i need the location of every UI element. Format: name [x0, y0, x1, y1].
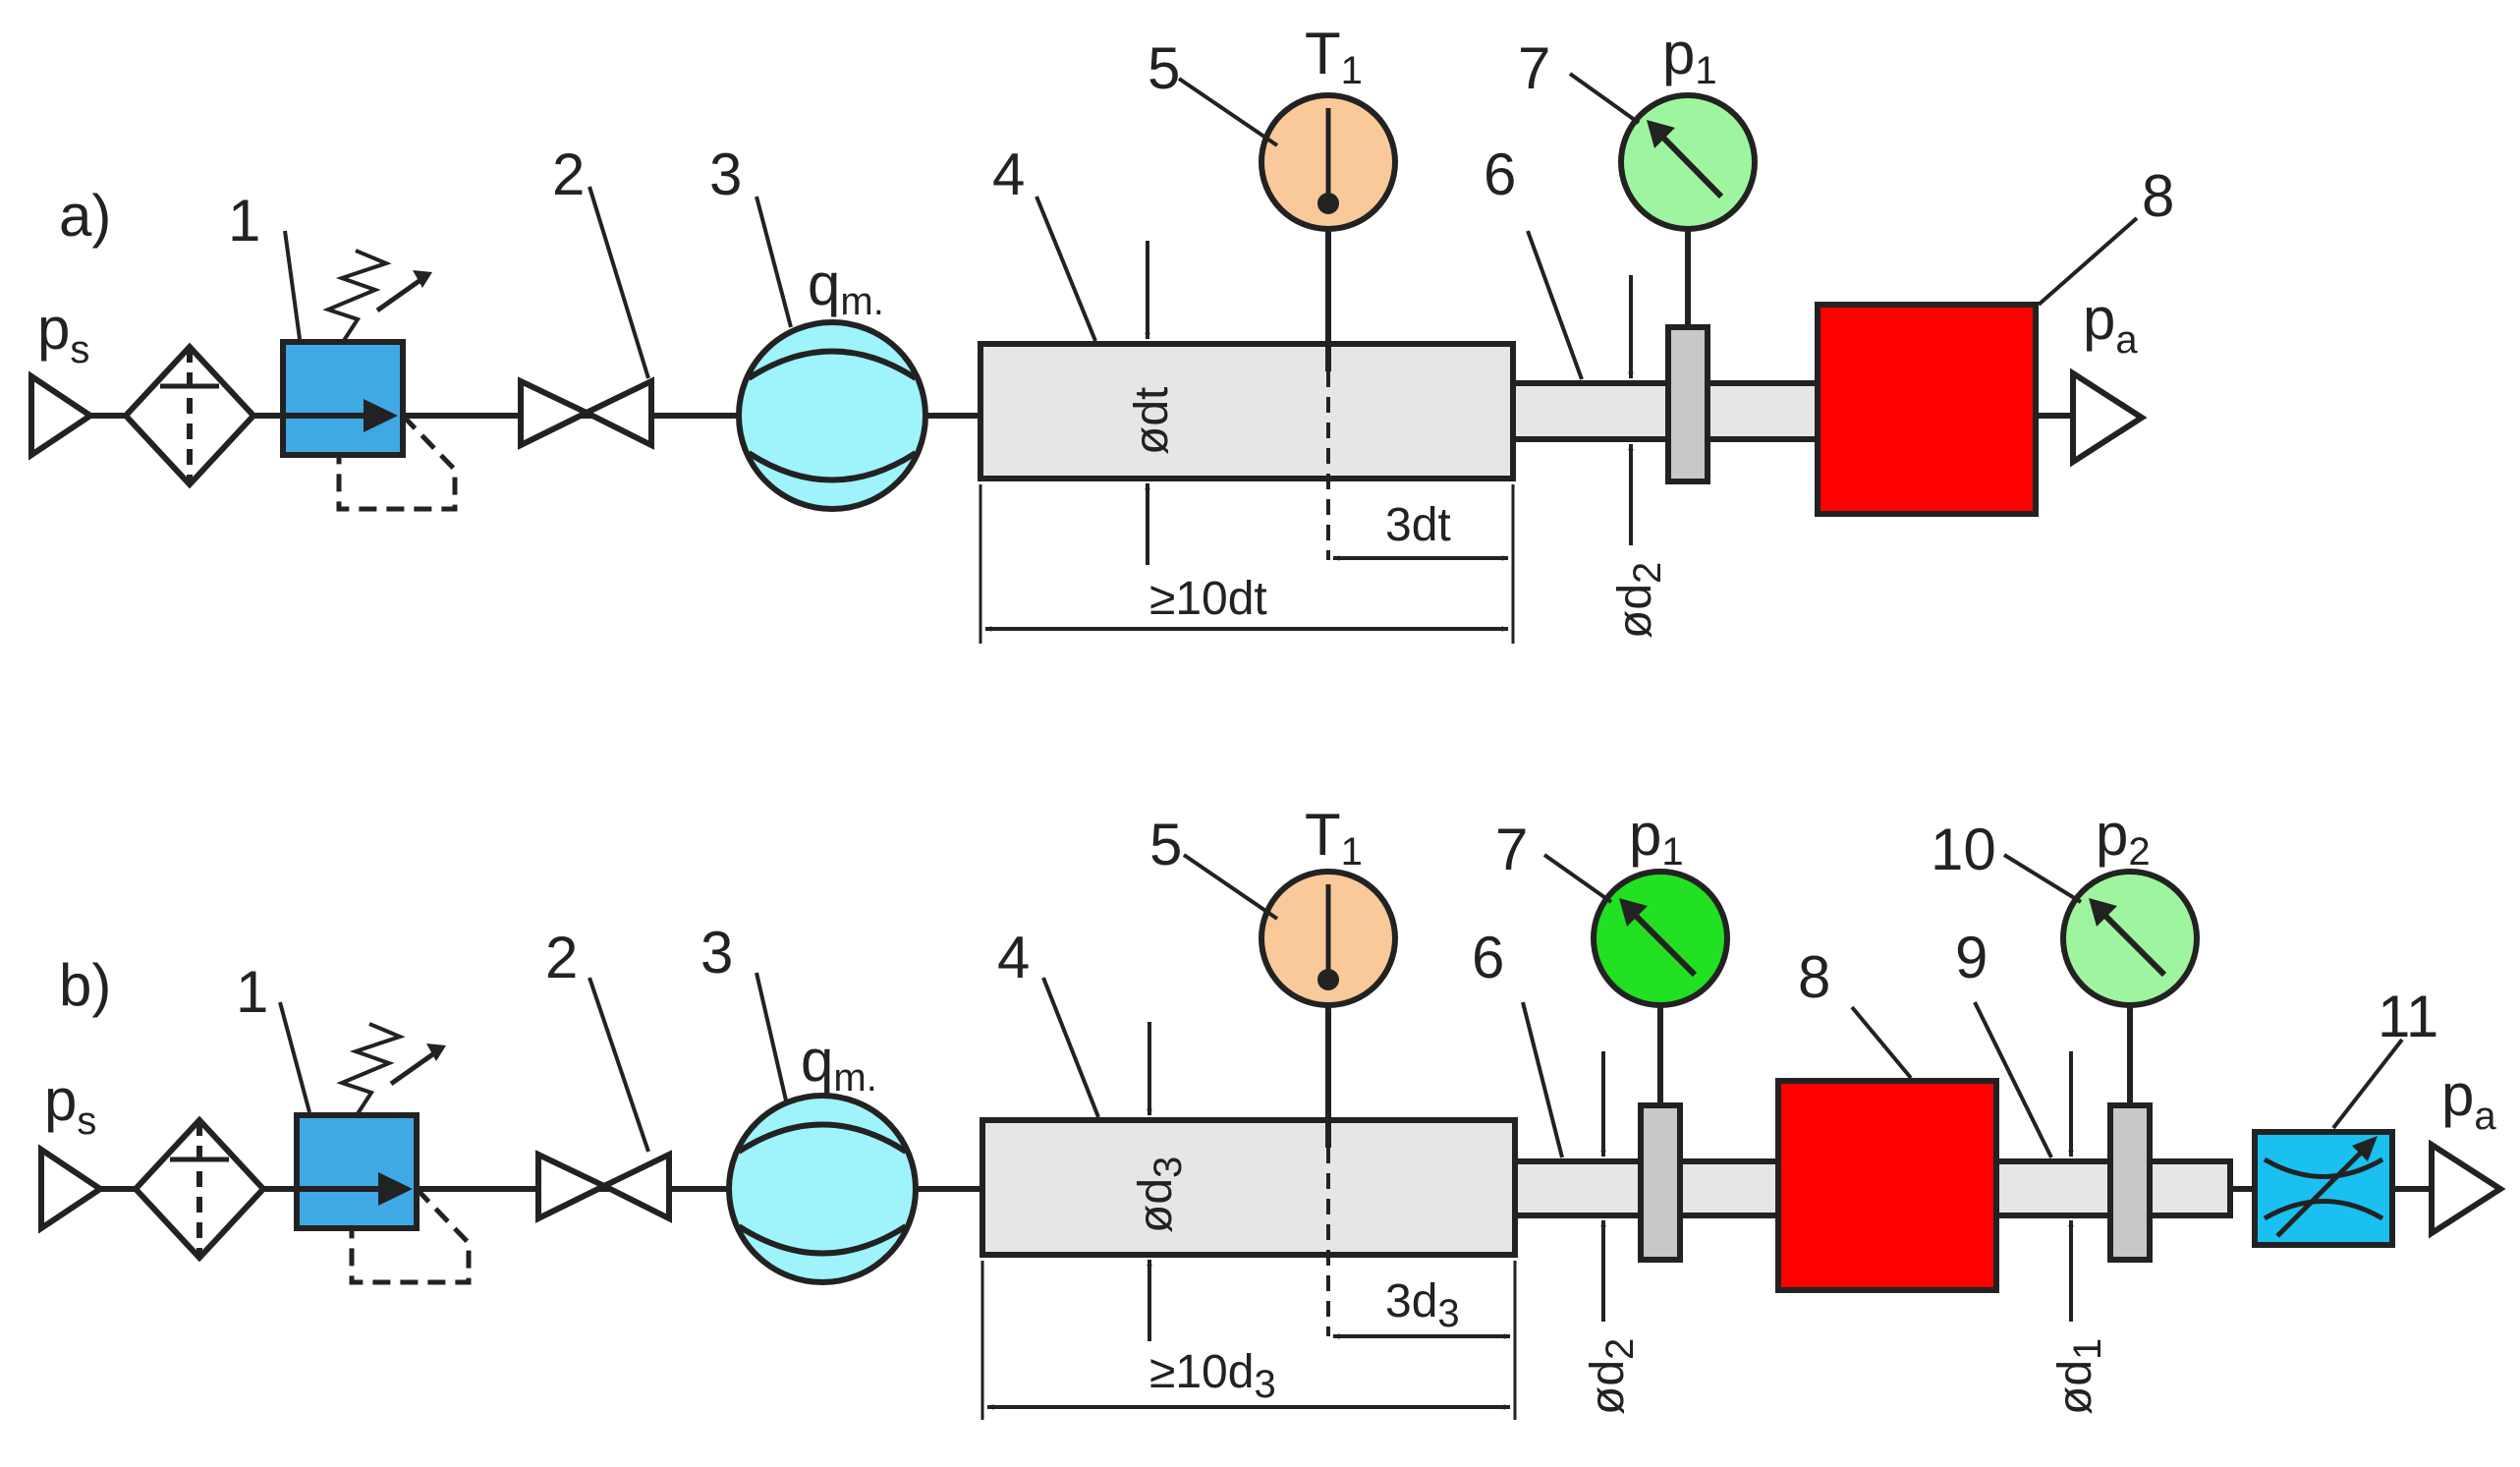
- shutoff-valve-icon: [518, 376, 654, 450]
- test-element-b: [1775, 1078, 1999, 1293]
- leader-6-b: [1521, 1001, 1564, 1158]
- callout-2-b: 2: [545, 925, 578, 990]
- leader-2-a: [588, 186, 650, 379]
- thermometer-icon: [1259, 92, 1398, 560]
- mass-flow-label-a: qm.: [808, 252, 884, 323]
- callout-6-b: 6: [1472, 925, 1504, 990]
- sensor-distance-label-a: 3dt: [1385, 499, 1451, 551]
- temperature-label-b: T1: [1305, 802, 1363, 874]
- callout-8-a: 8: [2142, 163, 2174, 229]
- pressure-p2-label-b: p2: [2096, 802, 2151, 874]
- leader-11-b: [2331, 1038, 2404, 1130]
- panel-b: b) ps 1 2 3: [38, 802, 2506, 1420]
- callout-10-b: 10: [1931, 817, 1996, 882]
- leader-3-a: [755, 196, 793, 328]
- panel-a-tag: a): [59, 183, 111, 249]
- supply-pressure-label-b: ps: [44, 1067, 96, 1143]
- leader-9-b: [1973, 1001, 2053, 1158]
- callout-1-b: 1: [236, 959, 268, 1025]
- panel-b-tag: b): [59, 952, 111, 1018]
- callout-6-a: 6: [1484, 141, 1516, 207]
- tap-connector-a: [1665, 324, 1710, 484]
- leader-4-a: [1035, 196, 1097, 342]
- leader-6-a: [1526, 230, 1584, 380]
- pressure-p1-label-a: p1: [1662, 21, 1717, 92]
- temperature-label-a: T1: [1305, 21, 1363, 92]
- callout-5-b: 5: [1149, 812, 1182, 877]
- callout-2-a: 2: [552, 141, 585, 207]
- measuring-tube-b: [980, 1117, 1518, 1258]
- callout-7-a: 7: [1518, 35, 1550, 101]
- sensor-distance-label-b: 3d3: [1385, 1275, 1460, 1335]
- mass-flow-label-b: qm.: [801, 1028, 877, 1100]
- outlet2-diameter-label-b: ød1: [2049, 1338, 2109, 1415]
- callout-4-a: 4: [992, 141, 1025, 207]
- callout-7-b: 7: [1495, 817, 1528, 882]
- exhaust-triangle: [2429, 1139, 2506, 1239]
- tube-diameter-label-b: ød3: [1130, 1157, 1190, 1233]
- callout-8-b: 8: [1798, 944, 1830, 1010]
- callout-3-a: 3: [709, 141, 742, 207]
- leader-2-b: [588, 977, 650, 1153]
- outlet-diameter-label-b: ød2: [1582, 1338, 1642, 1415]
- pressure-p1-label-b: p1: [1629, 802, 1684, 874]
- filter-icon: [131, 1115, 268, 1263]
- callout-11-b: 11: [2378, 984, 2438, 1049]
- callout-9-b: 9: [1955, 925, 1988, 990]
- panel-a: a) ps 1 2: [28, 21, 2174, 644]
- leader-1-b: [278, 1001, 311, 1113]
- test-element-a: [1815, 302, 2039, 517]
- leader-8-a: [2037, 216, 2139, 307]
- pressure-regulator-icon: [280, 249, 458, 512]
- source-triangle: [28, 370, 96, 461]
- atmosphere-label-b: pa: [2441, 1062, 2496, 1138]
- tap-connector-2-b: [2107, 1102, 2153, 1263]
- source-triangle: [38, 1144, 106, 1234]
- leader-5-a: [1177, 77, 1279, 147]
- leader-3-b: [755, 972, 788, 1101]
- outlet-diameter-label-a: ød2: [1609, 562, 1669, 639]
- leader-7-a: [1568, 72, 1641, 125]
- tube-length-label-a: ≥10dt: [1149, 573, 1267, 625]
- supply-pressure-label-a: ps: [37, 296, 89, 371]
- thermometer-icon: [1259, 869, 1398, 1336]
- exhaust-triangle: [2070, 367, 2148, 468]
- callout-3-b: 3: [700, 920, 733, 986]
- shutoff-valve-icon: [535, 1150, 672, 1223]
- filter-icon: [121, 342, 258, 489]
- pressure-regulator-icon: [294, 1022, 472, 1285]
- tap-connector-b: [1638, 1102, 1683, 1263]
- leader-5-b: [1182, 853, 1279, 921]
- callout-5-a: 5: [1148, 35, 1180, 101]
- leader-1-a: [283, 230, 302, 340]
- callout-1-a: 1: [228, 188, 260, 254]
- atmosphere-label-a: pa: [2083, 286, 2138, 362]
- pressure-gauge-icon: [1618, 92, 1758, 327]
- callout-4-b: 4: [997, 925, 1030, 990]
- leader-8-b: [1850, 1005, 1913, 1080]
- adjustable-throttle-icon: [2252, 1129, 2395, 1248]
- tube-length-label-b: ≥10d3: [1149, 1346, 1276, 1406]
- flowmeter-icon: [726, 1093, 919, 1285]
- leader-4-b: [1041, 977, 1100, 1118]
- leader-10-b: [2002, 853, 2083, 904]
- pressure-gauge-icon: [2060, 869, 2200, 1105]
- flowmeter-icon: [736, 319, 928, 512]
- pressure-gauge-icon: [1591, 869, 1730, 1105]
- measuring-tube-a: [978, 341, 1516, 481]
- leader-7-b: [1542, 853, 1613, 904]
- tube-diameter-label-a: ødt: [1126, 387, 1178, 455]
